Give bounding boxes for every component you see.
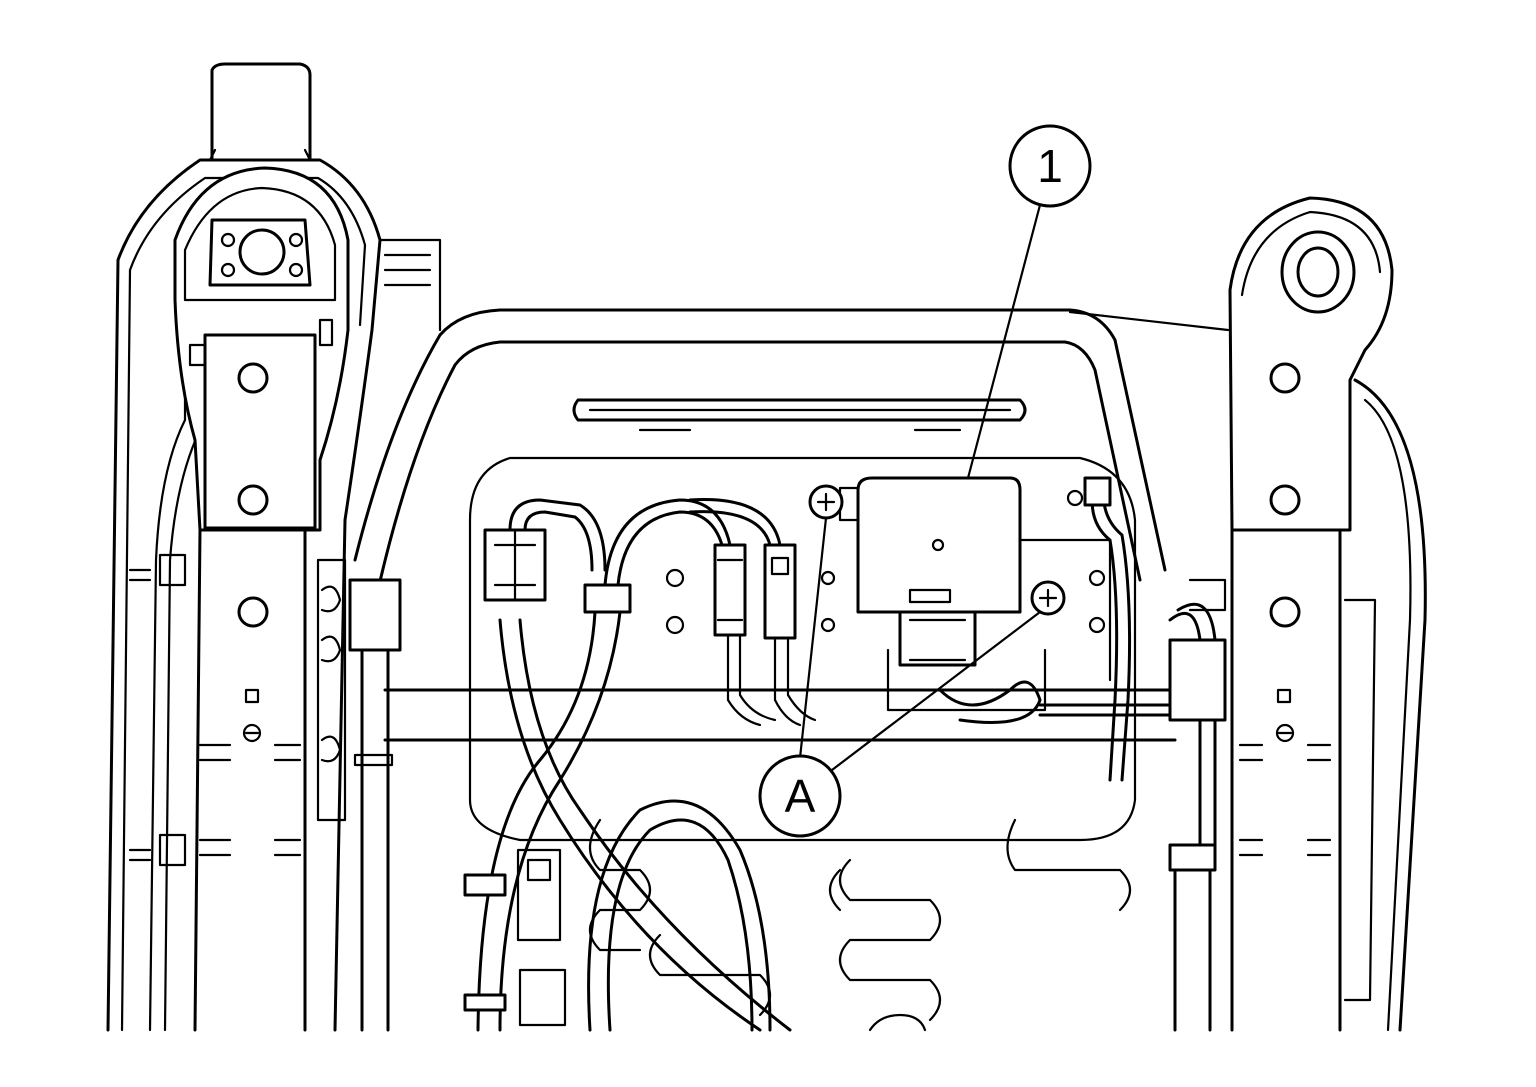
right-side-frame <box>1228 196 1427 1032</box>
seat-pan <box>353 238 1230 1032</box>
wiring-harness <box>348 476 1227 1032</box>
fasteners-a <box>808 484 1066 616</box>
callout-circle-a <box>758 754 842 838</box>
callout-circle-1 <box>1008 124 1092 208</box>
left-side-frame <box>106 62 382 1032</box>
callout-label-a: A <box>785 770 816 822</box>
control-module <box>838 476 1112 712</box>
callout-a: A <box>758 516 1042 838</box>
leader-line-a-upper <box>798 516 828 760</box>
callout-1: 1 <box>966 124 1092 480</box>
callout-label-1: 1 <box>1037 140 1063 192</box>
leader-line-1 <box>966 203 1042 480</box>
leader-line-a-lower <box>830 610 1042 772</box>
